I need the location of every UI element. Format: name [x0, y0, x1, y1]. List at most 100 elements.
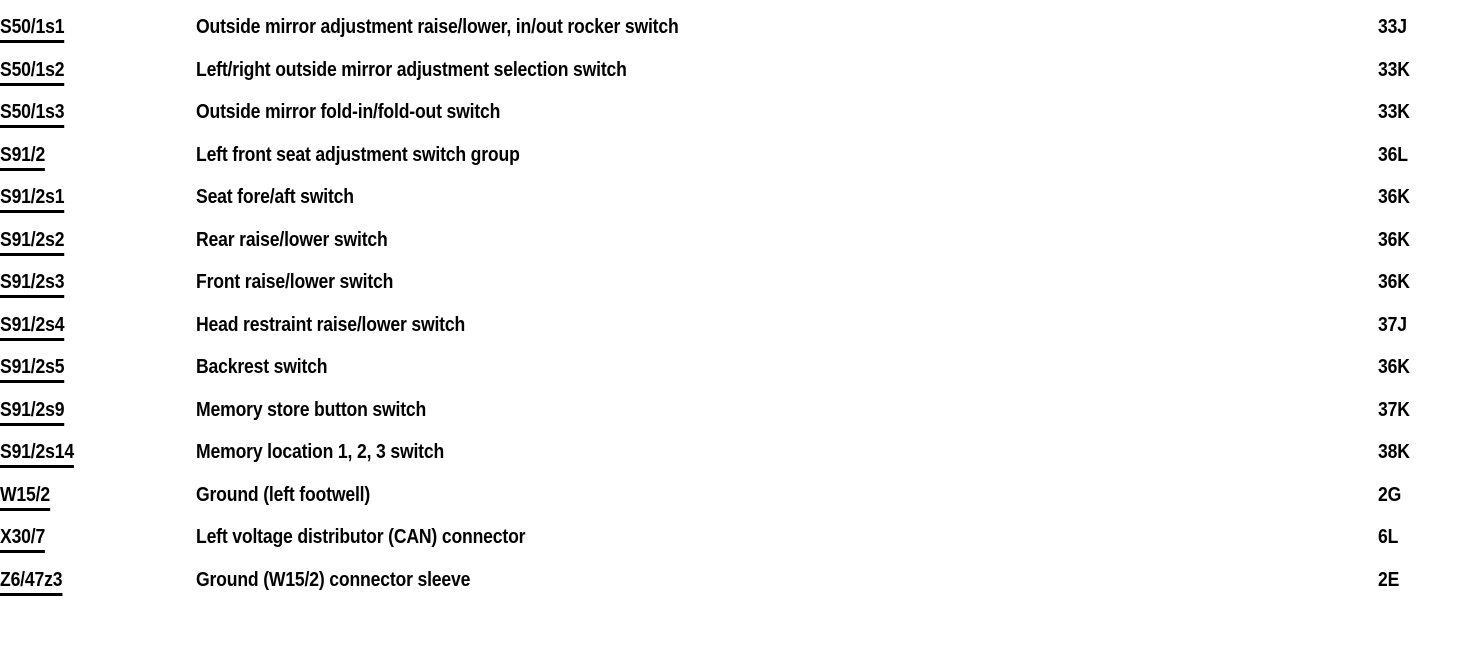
legend-description-cell: Rear raise/lower switch [196, 227, 1236, 270]
legend-row: S91/2s4 Head restraint raise/lower switch… [0, 312, 1472, 355]
legend-description-cell: Backrest switch [196, 354, 1236, 397]
component-code-link[interactable]: S91/2s1 [0, 185, 65, 213]
legend-code-cell: S91/2s3 [0, 269, 172, 312]
component-description: Rear raise/lower switch [196, 228, 388, 251]
component-code-link[interactable]: S50/1s1 [0, 15, 65, 43]
component-grid-reference: 36K [1378, 186, 1410, 208]
component-description: Left/right outside mirror adjustment sel… [196, 58, 627, 81]
legend-code-cell: Z6/47z3 [0, 567, 172, 610]
legend-description-cell: Left front seat adjustment switch group [196, 142, 1236, 185]
legend-grid-ref-cell: 6L [1378, 524, 1461, 567]
legend-description-cell: Ground (W15/2) connector sleeve [196, 567, 1236, 610]
legend-grid-ref-cell: 2E [1378, 567, 1461, 610]
legend-code-cell: S91/2s5 [0, 354, 172, 397]
legend-description-cell: Left voltage distributor (CAN) connector [196, 524, 1236, 567]
component-code-link[interactable]: W15/2 [0, 483, 50, 511]
component-grid-reference: 33J [1378, 16, 1407, 38]
component-code-link[interactable]: S91/2s9 [0, 398, 65, 426]
legend-code-cell: S91/2s9 [0, 397, 172, 440]
legend-row: S91/2s3 Front raise/lower switch 36K [0, 269, 1472, 312]
component-code-link[interactable]: X30/7 [0, 525, 45, 553]
legend-grid-ref-cell: 36K [1378, 227, 1461, 270]
legend-row: S91/2s5 Backrest switch 36K [0, 354, 1472, 397]
component-description: Backrest switch [196, 356, 328, 378]
component-code-link[interactable]: S91/2s2 [0, 228, 65, 256]
legend-row: W15/2 Ground (left footwell) 2G [0, 482, 1472, 525]
legend-grid-ref-cell: 33J [1378, 14, 1461, 57]
component-code-link[interactable]: S91/2 [0, 143, 45, 171]
legend-code-cell: S91/2 [0, 142, 172, 185]
legend-description-cell: Head restraint raise/lower switch [196, 312, 1236, 355]
legend-grid-ref-cell: 36L [1378, 142, 1461, 185]
component-grid-reference: 36K [1378, 356, 1410, 378]
component-grid-reference: 33K [1378, 58, 1410, 81]
component-code-link[interactable]: S91/2s5 [0, 355, 65, 383]
component-description: Ground (W15/2) connector sleeve [196, 568, 471, 591]
legend-row: S91/2 Left front seat adjustment switch g… [0, 142, 1472, 185]
legend-row: S91/2s14 Memory location 1, 2, 3 switch 38… [0, 439, 1472, 482]
legend-row: S91/2s2 Rear raise/lower switch 36K [0, 227, 1472, 270]
legend-row: Z6/47z3 Ground (W15/2) connector sleeve 2E [0, 567, 1472, 610]
legend-code-cell: S91/2s4 [0, 312, 172, 355]
component-grid-reference: 37J [1378, 313, 1407, 336]
component-legend-body: S50/1s1 Outside mirror adjustment raise/l… [0, 14, 1472, 609]
legend-grid-ref-cell: 38K [1378, 439, 1461, 482]
legend-grid-ref-cell: 2G [1378, 482, 1461, 525]
component-code-link[interactable]: Z6/47z3 [0, 568, 63, 596]
legend-grid-ref-cell: 36K [1378, 184, 1461, 227]
legend-row: S50/1s3 Outside mirror fold-in/fold-out s… [0, 99, 1472, 142]
component-description: Seat fore/aft switch [196, 186, 354, 208]
component-grid-reference: 38K [1378, 441, 1410, 463]
component-description: Memory store button switch [196, 398, 427, 421]
component-description: Memory location 1, 2, 3 switch [196, 441, 445, 463]
legend-row: X30/7 Left voltage distributor (CAN) conn… [0, 524, 1472, 567]
component-description: Left front seat adjustment switch group [196, 143, 520, 166]
legend-row: S50/1s2 Left/right outside mirror adjustm… [0, 57, 1472, 100]
legend-grid-ref-cell: 33K [1378, 57, 1461, 100]
component-grid-reference: 36L [1378, 143, 1408, 166]
legend-grid-ref-cell: 36K [1378, 269, 1461, 312]
legend-code-cell: S50/1s3 [0, 99, 172, 142]
legend-description-cell: Front raise/lower switch [196, 269, 1236, 312]
component-description: Head restraint raise/lower switch [196, 313, 466, 336]
legend-description-cell: Seat fore/aft switch [196, 184, 1236, 227]
component-legend-table: S50/1s1 Outside mirror adjustment raise/l… [0, 14, 1472, 609]
component-grid-reference: 36K [1378, 271, 1410, 293]
legend-grid-ref-cell: 37K [1378, 397, 1461, 440]
component-grid-reference: 6L [1378, 526, 1399, 548]
legend-row: S91/2s1 Seat fore/aft switch 36K [0, 184, 1472, 227]
component-description: Front raise/lower switch [196, 271, 394, 293]
component-code-link[interactable]: S91/2s3 [0, 270, 65, 298]
legend-row: S91/2s9 Memory store button switch 37K [0, 397, 1472, 440]
component-description: Outside mirror fold-in/fold-out switch [196, 101, 501, 123]
component-grid-reference: 33K [1378, 101, 1410, 123]
legend-description-cell: Outside mirror fold-in/fold-out switch [196, 99, 1236, 142]
component-code-link[interactable]: S91/2s4 [0, 313, 65, 341]
legend-description-cell: Outside mirror adjustment raise/lower, i… [196, 14, 1236, 57]
legend-grid-ref-cell: 33K [1378, 99, 1461, 142]
component-code-link[interactable]: S50/1s2 [0, 58, 65, 86]
legend-description-cell: Memory location 1, 2, 3 switch [196, 439, 1236, 482]
legend-grid-ref-cell: 37J [1378, 312, 1461, 355]
legend-code-cell: S50/1s1 [0, 14, 172, 57]
component-code-link[interactable]: S50/1s3 [0, 100, 65, 128]
legend-code-cell: S50/1s2 [0, 57, 172, 100]
legend-code-cell: S91/2s2 [0, 227, 172, 270]
component-grid-reference: 2E [1378, 568, 1400, 591]
legend-code-cell: W15/2 [0, 482, 172, 525]
legend-description-cell: Memory store button switch [196, 397, 1236, 440]
component-grid-reference: 2G [1378, 483, 1402, 506]
legend-code-cell: X30/7 [0, 524, 172, 567]
legend-description-cell: Ground (left footwell) [196, 482, 1236, 525]
legend-description-cell: Left/right outside mirror adjustment sel… [196, 57, 1236, 100]
component-description: Outside mirror adjustment raise/lower, i… [196, 16, 679, 38]
legend-row: S50/1s1 Outside mirror adjustment raise/l… [0, 14, 1472, 57]
legend-code-cell: S91/2s14 [0, 439, 172, 482]
component-grid-reference: 37K [1378, 398, 1410, 421]
component-grid-reference: 36K [1378, 228, 1410, 251]
legend-grid-ref-cell: 36K [1378, 354, 1461, 397]
legend-code-cell: S91/2s1 [0, 184, 172, 227]
component-description: Ground (left footwell) [196, 483, 371, 506]
component-code-link[interactable]: S91/2s14 [0, 440, 74, 468]
